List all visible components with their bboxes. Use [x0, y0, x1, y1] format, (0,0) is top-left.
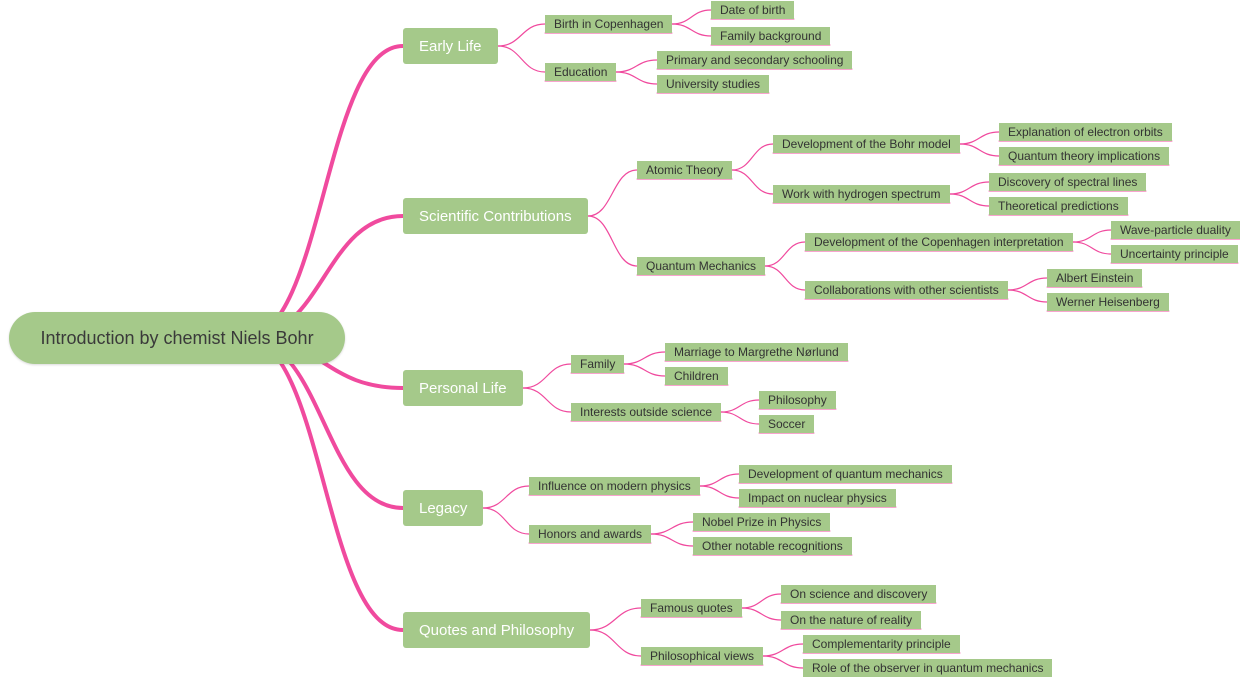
topic-2-1[interactable]: Atomic Theory	[637, 161, 733, 179]
leaf-link	[1072, 229, 1112, 243]
branch-link	[482, 485, 530, 509]
branch-5[interactable]: Quotes and Philosophy	[403, 612, 591, 648]
topic-1-1[interactable]: Birth in Copenhagen	[545, 15, 673, 33]
leaf-link	[650, 533, 694, 547]
branch-link	[589, 629, 642, 657]
topic-5-2[interactable]: Philosophical views	[641, 647, 764, 665]
leaf-1-1-2[interactable]: Family background	[711, 27, 831, 45]
leaf-link	[699, 485, 740, 499]
topic-5-1[interactable]: Famous quotes	[641, 599, 742, 617]
leaf-2-1-1-1[interactable]: Explanation of electron orbits	[999, 123, 1172, 141]
leaf-3-2-2[interactable]: Soccer	[759, 415, 815, 433]
branch-link	[764, 241, 806, 267]
leaf-link	[741, 593, 782, 609]
leaf-link	[615, 59, 658, 73]
leaf-link	[720, 411, 760, 425]
branch-link	[589, 607, 642, 631]
leaf-1-2-1[interactable]: Primary and secondary schooling	[657, 51, 853, 69]
topic-3-2[interactable]: Interests outside science	[571, 403, 722, 421]
topic-2-2[interactable]: Quantum Mechanics	[637, 257, 766, 275]
leaf-link	[949, 181, 990, 195]
branch-link	[522, 387, 572, 413]
leaf-link	[699, 473, 740, 487]
topic-2-1-2[interactable]: Work with hydrogen spectrum	[773, 185, 950, 203]
leaf-3-2-1[interactable]: Philosophy	[759, 391, 836, 409]
leaf-2-2-1-1[interactable]: Wave-particle duality	[1111, 221, 1240, 239]
leaf-link	[671, 9, 712, 25]
topic-4-1[interactable]: Influence on modern physics	[529, 477, 700, 495]
root-link	[243, 44, 405, 340]
branch-link	[522, 363, 572, 389]
branch-link	[587, 169, 638, 217]
branch-link	[731, 169, 774, 195]
leaf-3-1-1[interactable]: Marriage to Margrethe Nørlund	[665, 343, 848, 361]
leaf-1-1-1[interactable]: Date of birth	[711, 1, 795, 19]
leaf-4-2-2[interactable]: Other notable recognitions	[693, 537, 852, 555]
leaf-link	[959, 143, 1000, 157]
leaf-2-1-1-2[interactable]: Quantum theory implications	[999, 147, 1170, 165]
leaf-5-1-2[interactable]: On the nature of reality	[781, 611, 922, 629]
leaf-4-2-1[interactable]: Nobel Prize in Physics	[693, 513, 831, 531]
leaf-link	[741, 607, 782, 621]
topic-2-2-2[interactable]: Collaborations with other scientists	[805, 281, 1008, 299]
branch-3[interactable]: Personal Life	[403, 370, 523, 406]
branch-link	[482, 507, 530, 535]
leaf-link	[1007, 277, 1048, 291]
leaf-link	[623, 363, 666, 377]
leaf-link	[949, 193, 990, 207]
topic-1-2[interactable]: Education	[545, 63, 617, 81]
root-link	[243, 336, 405, 632]
leaf-link	[650, 521, 694, 535]
leaf-4-1-1[interactable]: Development of quantum mechanics	[739, 465, 952, 483]
leaf-5-1-1[interactable]: On science and discovery	[781, 585, 937, 603]
leaf-link	[959, 131, 1000, 145]
branch-link	[731, 143, 774, 171]
branch-link	[587, 215, 638, 267]
leaf-link	[671, 23, 712, 37]
branch-link	[764, 265, 806, 291]
leaf-1-2-2[interactable]: University studies	[657, 75, 770, 93]
branch-link	[497, 23, 546, 47]
branch-1[interactable]: Early Life	[403, 28, 498, 64]
leaf-link	[1072, 241, 1112, 255]
leaf-5-2-2[interactable]: Role of the observer in quantum mechanic…	[803, 659, 1053, 677]
branch-2[interactable]: Scientific Contributions	[403, 198, 588, 234]
leaf-5-2-1[interactable]: Complementarity principle	[803, 635, 960, 653]
leaf-2-1-2-2[interactable]: Theoretical predictions	[989, 197, 1128, 215]
root-topic[interactable]: Introduction by chemist Niels Bohr	[9, 312, 345, 364]
branch-link	[497, 45, 546, 73]
leaf-link	[762, 643, 804, 657]
leaf-link	[1007, 289, 1048, 303]
topic-4-2[interactable]: Honors and awards	[529, 525, 652, 543]
leaf-link	[623, 351, 666, 365]
topic-2-1-1[interactable]: Development of the Bohr model	[773, 135, 960, 153]
branch-4[interactable]: Legacy	[403, 490, 484, 526]
leaf-link	[762, 655, 804, 669]
leaf-3-1-2[interactable]: Children	[665, 367, 728, 385]
leaf-2-2-2-1[interactable]: Albert Einstein	[1047, 269, 1143, 287]
leaf-2-2-2-2[interactable]: Werner Heisenberg	[1047, 293, 1169, 311]
leaf-2-2-1-2[interactable]: Uncertainty principle	[1111, 245, 1238, 263]
leaf-4-1-2[interactable]: Impact on nuclear physics	[739, 489, 896, 507]
leaf-link	[615, 71, 658, 85]
topic-2-2-1[interactable]: Development of the Copenhagen interpreta…	[805, 233, 1073, 251]
leaf-2-1-2-1[interactable]: Discovery of spectral lines	[989, 173, 1147, 191]
leaf-link	[720, 399, 760, 413]
topic-3-1[interactable]: Family	[571, 355, 625, 373]
